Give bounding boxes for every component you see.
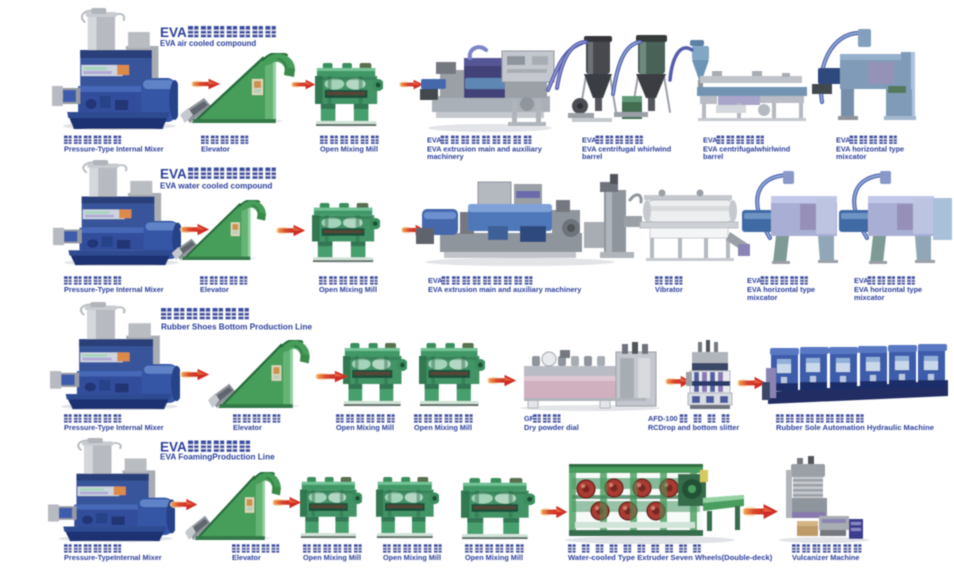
svg-text:Vibrator: Vibrator xyxy=(655,285,683,294)
svg-text:EVA: EVA xyxy=(160,25,187,40)
svg-text:EVA FoamingProduction Line: EVA FoamingProduction Line xyxy=(160,452,275,461)
svg-text:Pressure-Type Internal Mixer: Pressure-Type Internal Mixer xyxy=(64,423,164,432)
svg-text:machinery: machinery xyxy=(427,152,464,161)
svg-text:Open Mixing Mill: Open Mixing Mill xyxy=(320,145,378,154)
svg-text:EVA: EVA xyxy=(854,276,869,285)
svg-text:Open Mixing Mill: Open Mixing Mill xyxy=(336,423,394,432)
svg-text:EVA: EVA xyxy=(160,166,187,181)
svg-text:EVA horizontal type: EVA horizontal type xyxy=(854,285,922,294)
svg-text:EVA centrifugalwhirlwind: EVA centrifugalwhirlwind xyxy=(703,145,790,154)
svg-text:Pressure-Type Internal Mixer: Pressure-Type Internal Mixer xyxy=(64,285,164,294)
svg-text:Open Mixing Mill: Open Mixing Mill xyxy=(465,553,523,562)
svg-text:EVA: EVA xyxy=(428,276,443,285)
svg-text:Elevator: Elevator xyxy=(232,553,261,562)
svg-text:EVA: EVA xyxy=(747,276,762,285)
svg-text:Open Mixing Mill: Open Mixing Mill xyxy=(319,285,377,294)
svg-text:AFD-100: AFD-100 xyxy=(648,414,678,423)
svg-text:barrel: barrel xyxy=(582,152,602,161)
svg-text:mixcator: mixcator xyxy=(747,293,778,302)
svg-text:Open Mixing Mill: Open Mixing Mill xyxy=(414,423,472,432)
svg-text:Dry powder dial: Dry powder dial xyxy=(524,423,579,432)
svg-text:Pressure-TypeInternal Mixer: Pressure-TypeInternal Mixer xyxy=(64,553,162,562)
svg-text:EVA air cooled compound: EVA air cooled compound xyxy=(160,39,256,48)
svg-text:Elevator: Elevator xyxy=(201,145,230,154)
svg-text:EVA water cooled compound: EVA water cooled compound xyxy=(160,182,272,191)
svg-text:Pressure-Type Internal Mixer: Pressure-Type Internal Mixer xyxy=(64,145,164,154)
svg-text:Rubber Shoes Bottom Production: Rubber Shoes Bottom Production Line xyxy=(161,323,312,332)
svg-text:EVA: EVA xyxy=(427,136,442,145)
svg-text:Elevator: Elevator xyxy=(233,423,262,432)
svg-text:EVA extrusion main and auxilia: EVA extrusion main and auxiliary machine… xyxy=(428,285,582,294)
svg-text:EVA: EVA xyxy=(160,439,187,454)
svg-text:Open Mixing Mill: Open Mixing Mill xyxy=(303,553,361,562)
svg-text:EVA: EVA xyxy=(703,136,718,145)
svg-text:mixcator: mixcator xyxy=(836,152,867,161)
svg-text:mixcator: mixcator xyxy=(854,293,885,302)
svg-text:Open Mixing Mill: Open Mixing Mill xyxy=(383,553,441,562)
svg-text:Water-cooled Type Extruder Sev: Water-cooled Type Extruder Seven Wheels(… xyxy=(568,553,773,562)
svg-text:Rubber Sole Automation Hydraul: Rubber Sole Automation Hydraulic Machine xyxy=(776,423,934,432)
svg-text:EVA: EVA xyxy=(582,136,597,145)
svg-text:EVA centrifugal whirlwind: EVA centrifugal whirlwind xyxy=(582,145,671,154)
svg-text:RCDrop and bottom slitter: RCDrop and bottom slitter xyxy=(648,423,739,432)
svg-text:Elevator: Elevator xyxy=(200,285,229,294)
svg-text:EVA extrusion main and auxilia: EVA extrusion main and auxiliary xyxy=(427,145,543,154)
svg-text:GF: GF xyxy=(524,414,535,423)
svg-text:barrel: barrel xyxy=(703,152,723,161)
svg-text:Vulcanizer Machine: Vulcanizer Machine xyxy=(792,553,859,562)
svg-text:EVA horizontal type: EVA horizontal type xyxy=(747,285,815,294)
svg-text:EVA: EVA xyxy=(836,136,851,145)
svg-text:EVA horizontal type: EVA horizontal type xyxy=(836,145,904,154)
